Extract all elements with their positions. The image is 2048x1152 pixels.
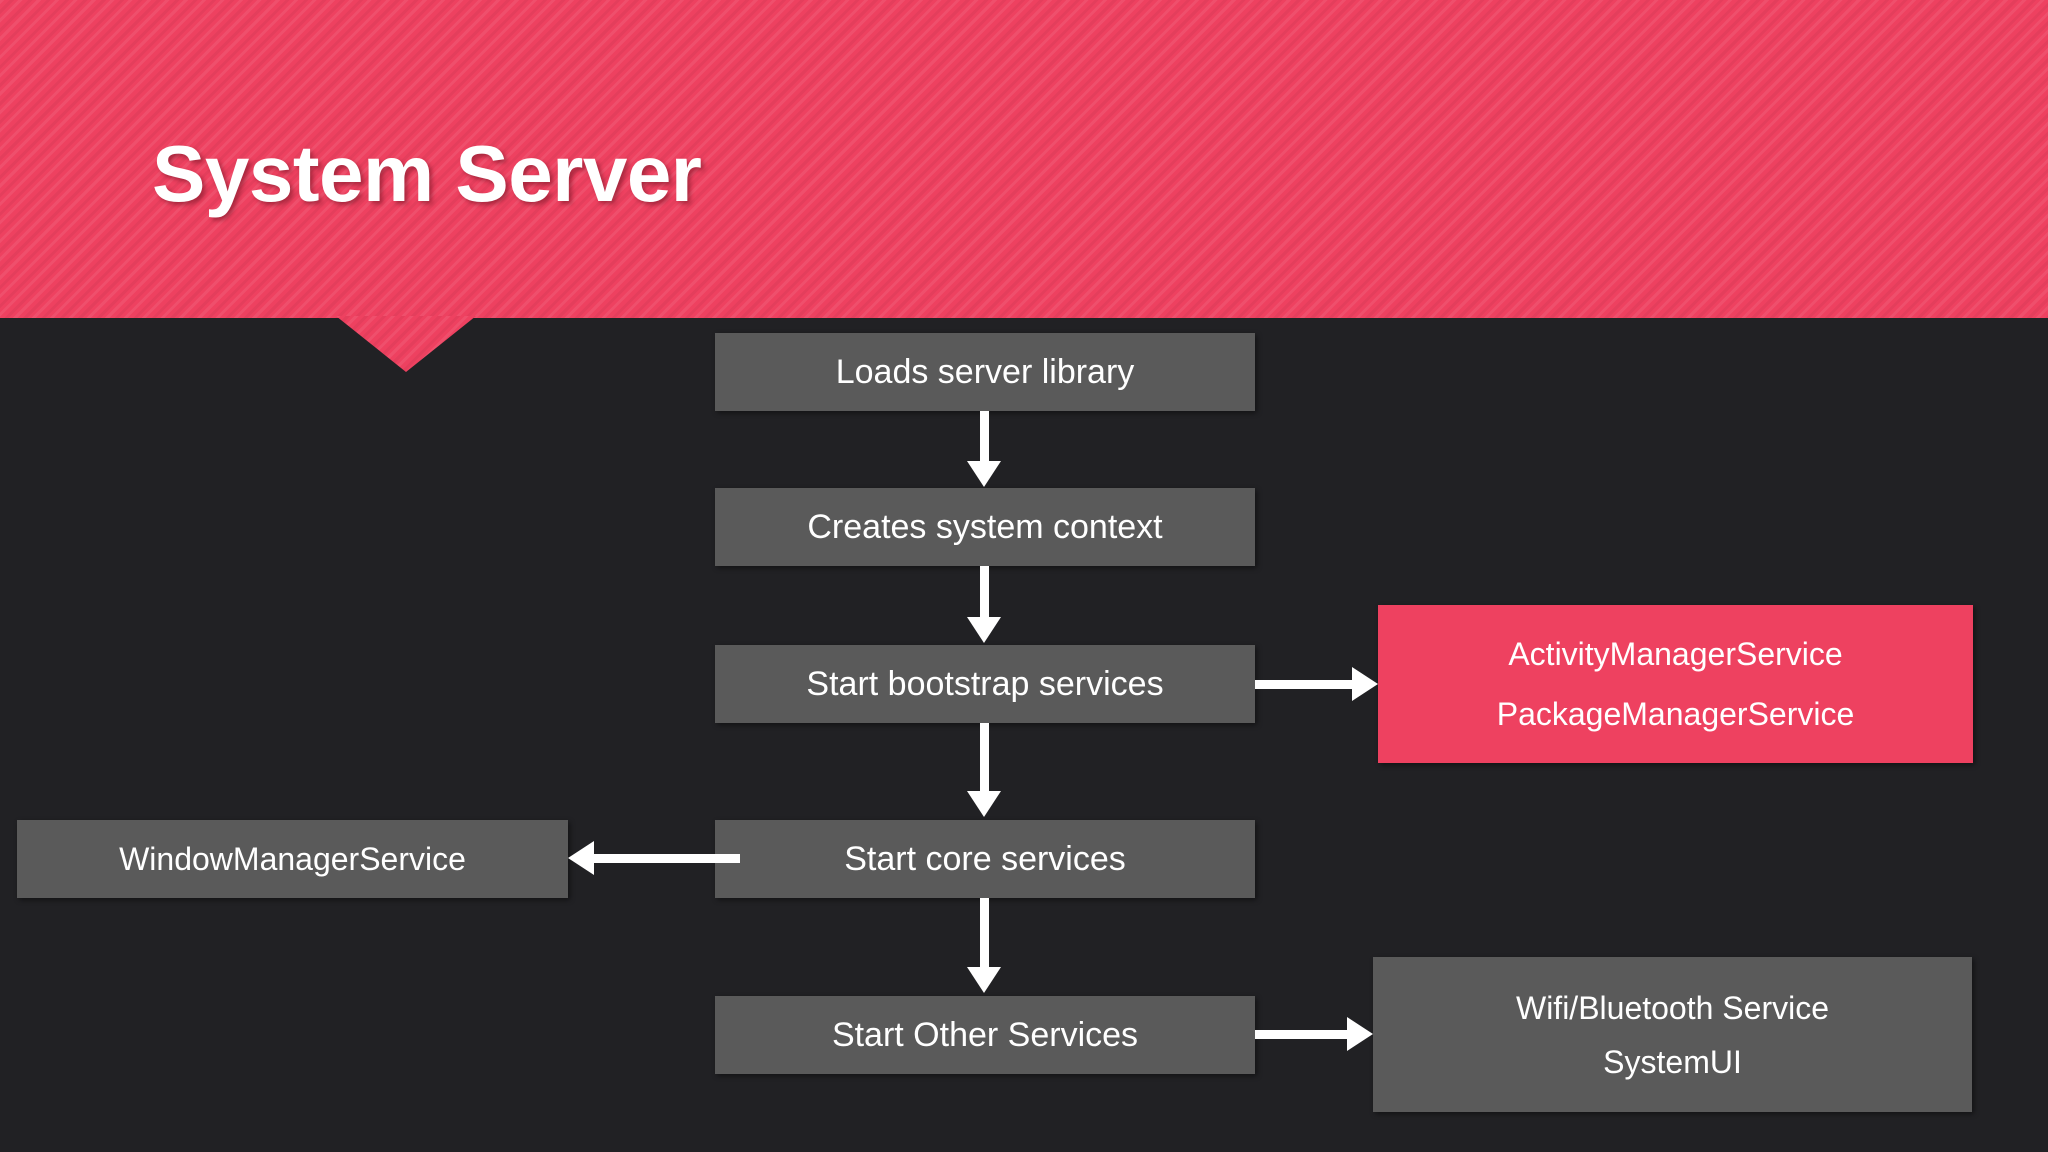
arrow-shaft: [1255, 1030, 1350, 1039]
flow-node-label: WindowManagerService: [119, 841, 466, 877]
flow-node-window-manager-service[interactable]: WindowManagerService: [17, 820, 568, 898]
flow-node-loads-server-library[interactable]: Loads server library: [715, 333, 1255, 411]
arrow-shaft: [980, 411, 989, 463]
flow-node-label-line-1: Wifi/Bluetooth Service: [1515, 989, 1829, 1026]
flow-node-label-line-1: ActivityManagerService: [1508, 636, 1843, 672]
flow-node-creates-system-context[interactable]: Creates system context: [715, 488, 1255, 566]
arrow-head-right-icon: [1352, 667, 1378, 701]
header-notch-shape: [336, 316, 476, 372]
flow-node-start-other-services[interactable]: Start Other Services: [715, 996, 1255, 1074]
arrow-head-down-icon: [967, 461, 1001, 487]
flow-node-manager-services[interactable]: ActivityManagerService PackageManagerSer…: [1378, 605, 1973, 763]
page-title: System Server: [152, 129, 702, 218]
header-banner: [0, 0, 2048, 318]
flow-node-start-bootstrap-services[interactable]: Start bootstrap services: [715, 645, 1255, 723]
flow-node-label: Start bootstrap services: [806, 665, 1164, 703]
arrow-shaft: [980, 898, 989, 969]
flow-node-label: Start core services: [844, 840, 1126, 878]
flow-node-label-line-2: PackageManagerService: [1496, 696, 1855, 732]
arrow-head-down-icon: [967, 791, 1001, 817]
flow-node-label: Loads server library: [835, 353, 1135, 391]
arrow-shaft: [980, 723, 989, 793]
arrow-head-down-icon: [967, 967, 1001, 993]
flow-node-label: Creates system context: [807, 508, 1163, 546]
arrow-head-left-icon: [568, 841, 594, 875]
flow-node-start-core-services[interactable]: Start core services: [715, 820, 1255, 898]
arrow-shaft: [592, 854, 740, 863]
arrow-shaft: [980, 566, 989, 619]
flow-node-wifi-bluetooth-systemui[interactable]: Wifi/Bluetooth Service SystemUI: [1373, 957, 1972, 1112]
arrow-shaft: [1255, 680, 1355, 689]
arrow-head-right-icon: [1347, 1017, 1373, 1051]
arrow-head-down-icon: [967, 617, 1001, 643]
flow-node-label-line-2: SystemUI: [1603, 1043, 1742, 1080]
flow-node-label: Start Other Services: [831, 1016, 1139, 1054]
